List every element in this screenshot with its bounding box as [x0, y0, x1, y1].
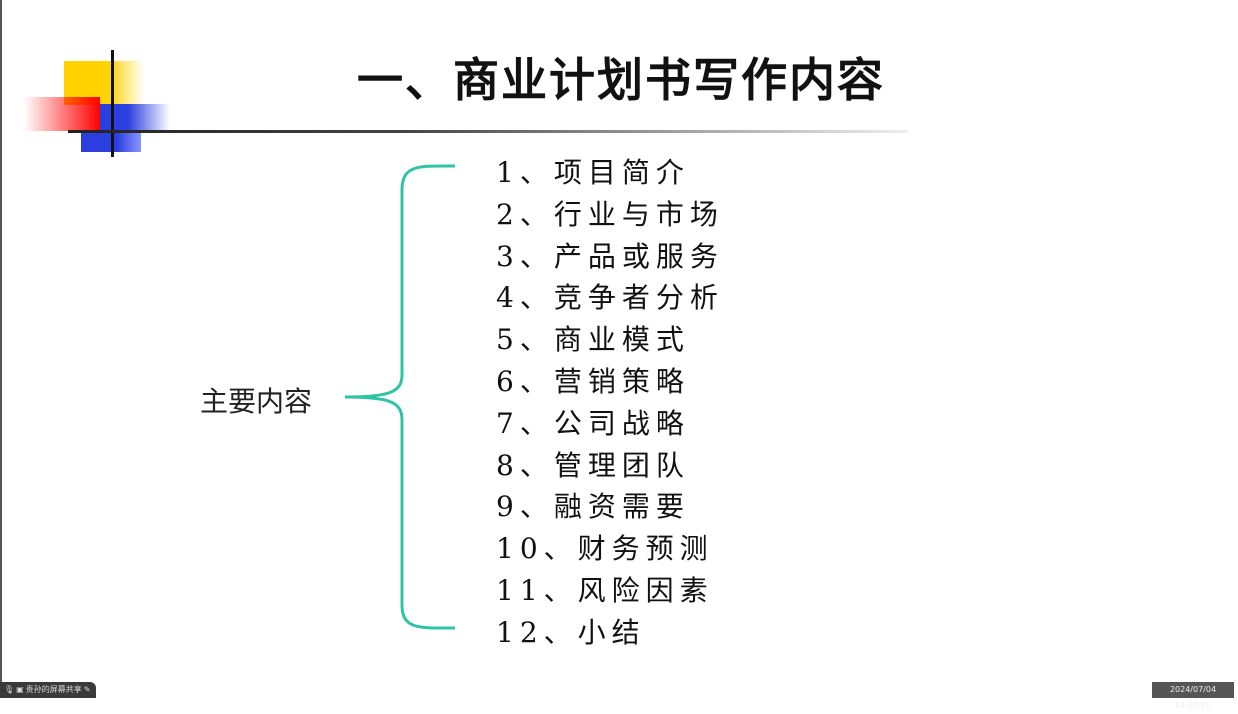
list-item: 2、行业与市场 — [496, 197, 724, 231]
timestamp: 2024/07/04 14:10:10 — [1152, 682, 1234, 710]
list-item: 6、营销策略 — [496, 364, 690, 398]
list-item: 8、管理团队 — [496, 448, 690, 482]
slide-logo-decoration — [20, 40, 200, 170]
pencil-icon[interactable]: ✎ — [83, 685, 91, 694]
group-label: 主要内容 — [200, 385, 313, 418]
screen-icon: ▣ — [16, 685, 24, 694]
share-label: 贵孙的屏幕共享 — [25, 685, 82, 694]
title-underline — [68, 130, 908, 133]
screen-share-badge[interactable]: 🎙▣贵孙的屏幕共享✎ — [0, 682, 96, 698]
window-border — [0, 0, 2, 698]
list-item: 12、小结 — [496, 615, 646, 649]
microphone-icon[interactable]: 🎙 — [4, 685, 15, 694]
slide-title: 一、商业计划书写作内容 — [357, 53, 885, 107]
list-item: 9、融资需要 — [496, 490, 690, 524]
list-item: 7、公司战略 — [496, 406, 690, 440]
curly-bracket — [344, 164, 456, 630]
list-item: 3、产品或服务 — [496, 239, 724, 273]
list-item: 4、竞争者分析 — [496, 281, 724, 315]
list-item: 11、风险因素 — [496, 573, 714, 607]
list-item: 5、商业模式 — [496, 323, 690, 357]
list-item: 1、项目简介 — [496, 156, 690, 189]
contents-list: 1、项目简介 2、行业与市场 3、产品或服务 4、竞争者分析 5、商业模式 6、… — [496, 152, 724, 654]
list-item: 10、财务预测 — [496, 532, 714, 566]
